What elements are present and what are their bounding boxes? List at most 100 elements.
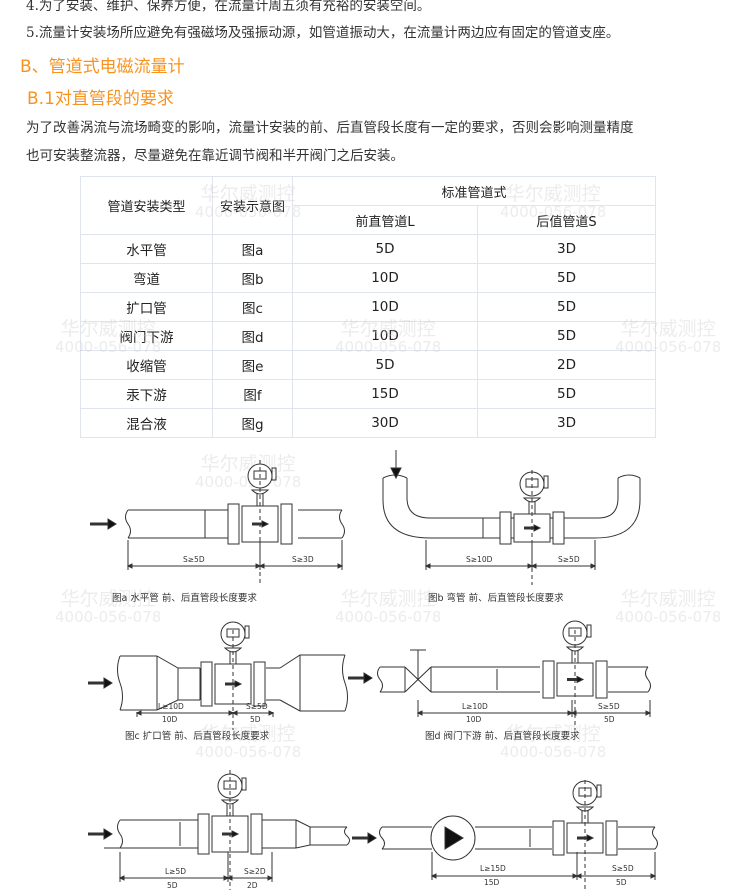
flange-right bbox=[595, 660, 608, 699]
fig-a-caption: 图a 水平管 前、后直管段长度要求 bbox=[112, 592, 257, 604]
dimension-arrow bbox=[530, 563, 537, 569]
list-item-5: 5.流量计安装场所应避免有强磁场及强振动源，如管道振动大，在流量计两边应有固定的… bbox=[26, 25, 620, 41]
fig-f-rear-value: 5D bbox=[616, 878, 627, 887]
transmitter-terminal bbox=[241, 777, 247, 791]
fig-f-front-label: L≥15D bbox=[480, 864, 506, 873]
reducer bbox=[295, 819, 347, 849]
fig-d-front-label: L≥10D bbox=[462, 702, 488, 711]
flow-arrow-head-icon bbox=[107, 518, 117, 530]
pipe-break bbox=[125, 509, 131, 539]
dimension-arrow bbox=[416, 710, 423, 716]
cell-front: 30D bbox=[292, 408, 478, 438]
flow-arrow-head-icon bbox=[363, 672, 373, 684]
meter-arrow-head-icon bbox=[533, 524, 542, 532]
dimension-arrow bbox=[223, 875, 230, 881]
fig-f-front-value: 15D bbox=[484, 878, 500, 887]
fig-e-rear-label: S≥2D bbox=[244, 867, 266, 876]
fig-c-rear-value: 5D bbox=[250, 715, 261, 724]
fig-b-caption: 图b 弯管 前、后直管段长度要求 bbox=[428, 592, 564, 604]
fig-a-rear-label: S≥3D bbox=[292, 555, 314, 564]
pipe-break bbox=[339, 509, 345, 539]
fig-e-front-label: L≥5D bbox=[165, 867, 186, 876]
transmitter-terminal bbox=[244, 625, 250, 639]
flow-arrow-head-icon bbox=[390, 467, 402, 480]
cell-rear: 2D bbox=[477, 350, 656, 380]
dimension-arrow bbox=[575, 873, 582, 879]
flange-left bbox=[227, 503, 240, 545]
fig-f-rear-label: S≥5D bbox=[612, 864, 634, 873]
pipe-break bbox=[342, 654, 348, 712]
transmitter-display-icon bbox=[568, 627, 582, 637]
dimension-arrow bbox=[650, 873, 657, 879]
dimension-arrow bbox=[118, 875, 125, 881]
cell-rear: 5D bbox=[477, 379, 656, 409]
dimension-arrow bbox=[255, 563, 262, 569]
transmitter-terminal bbox=[543, 475, 549, 489]
dimension-arrow bbox=[590, 563, 597, 569]
transmitter-terminal bbox=[586, 624, 592, 638]
pipe-break bbox=[117, 819, 123, 849]
subsection-heading: B.1对直管段的要求 bbox=[27, 89, 174, 109]
fig-c-caption: 图c 扩口管 前、后直管段长度要求 bbox=[125, 730, 270, 742]
dimension-arrow bbox=[228, 710, 235, 716]
cell-rear: 5D bbox=[477, 292, 656, 322]
flow-arrow-head-icon bbox=[103, 828, 113, 840]
fig-d-front-value: 10D bbox=[466, 715, 482, 724]
meter-arrow-head-icon bbox=[576, 675, 585, 684]
cell-diagram: 图b bbox=[212, 263, 293, 293]
fig-b-front-label: S≥10D bbox=[466, 555, 493, 564]
flow-arrow-head-icon bbox=[367, 832, 377, 844]
cell-rear: 3D bbox=[477, 234, 656, 264]
dimension-arrow bbox=[570, 710, 577, 716]
dimension-arrow bbox=[226, 875, 233, 881]
cell-type: 混合液 bbox=[80, 408, 213, 438]
bend-pipe-inner bbox=[406, 478, 619, 519]
pipe-break bbox=[344, 826, 350, 846]
flange-right bbox=[552, 511, 565, 545]
paragraph-line-2: 也可安装整流器，尽量避免在靠近调节阀和半开阀门之后安装。 bbox=[26, 148, 404, 164]
pipe-break bbox=[377, 666, 383, 693]
flange-right bbox=[605, 820, 618, 856]
dimension-arrow bbox=[645, 710, 652, 716]
pump-arrow-icon bbox=[444, 826, 464, 850]
cell-front: 5D bbox=[292, 234, 478, 264]
section-heading: B、管道式电磁流量计 bbox=[20, 57, 185, 77]
meter-neck bbox=[565, 646, 585, 652]
dimension-arrow bbox=[267, 875, 274, 881]
pipe-break bbox=[645, 666, 651, 693]
expander bbox=[279, 654, 345, 712]
cell-diagram: 图f bbox=[212, 379, 293, 409]
flange-left bbox=[552, 820, 565, 856]
flange-left bbox=[542, 660, 555, 699]
dimension-arrow bbox=[567, 710, 574, 716]
cell-rear: 3D bbox=[477, 408, 656, 438]
flange-right bbox=[250, 813, 263, 855]
flange-right bbox=[253, 661, 266, 707]
meter-neck bbox=[223, 647, 243, 653]
fig-c-front-value: 10D bbox=[162, 715, 178, 724]
cell-type: 阀门下游 bbox=[80, 321, 213, 351]
fig-e-rear-value: 2D bbox=[247, 881, 258, 890]
dimension-arrow bbox=[268, 710, 275, 716]
flange-left bbox=[499, 511, 512, 545]
flange-right bbox=[280, 503, 293, 545]
dimension-arrow bbox=[135, 710, 142, 716]
fig-d-rear-value: 5D bbox=[604, 715, 615, 724]
fig-a-front-label: S≥5D bbox=[183, 555, 205, 564]
flange-left bbox=[200, 661, 213, 707]
cell-diagram: 图e bbox=[212, 350, 293, 380]
dimension-arrow bbox=[527, 563, 534, 569]
meter-arrow-head-icon bbox=[586, 834, 595, 842]
fig-d-caption: 图d 阀门下游 前、后直管段长度要求 bbox=[425, 730, 580, 742]
flange-left bbox=[197, 813, 210, 855]
cell-diagram: 图d bbox=[212, 321, 293, 351]
dimension-arrow bbox=[572, 873, 579, 879]
pipe-break bbox=[382, 474, 641, 479]
fig-c-rear-label: S≥5D bbox=[246, 702, 268, 711]
pipe-break bbox=[379, 826, 385, 850]
